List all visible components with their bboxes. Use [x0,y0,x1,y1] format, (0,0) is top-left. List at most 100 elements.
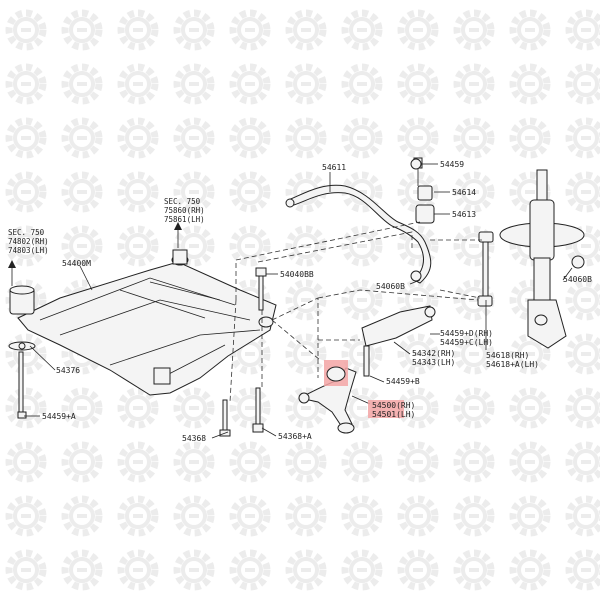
watermark-gear-icon [569,445,600,479]
watermark-gear-icon [177,121,211,155]
watermark-gear-icon [177,499,211,533]
callout-54500-rh: 54500(RH) [372,401,415,410]
callout-54459d-rh: 54459+D(RH) [440,329,493,338]
callout-54459b: 54459+B [386,377,420,386]
watermark-gear-icon [289,445,323,479]
watermark-gear-icon [65,13,99,47]
callout-54459-top: 54459 [440,160,464,169]
watermark-gear-icon [177,67,211,101]
watermark-gear-icon [569,175,600,209]
callout-labels: 54611 54459 54614 54613 54400M 54040BB 5… [42,160,592,443]
bolts [17,158,585,437]
watermark-gear-icon [121,229,155,263]
transverse-link [298,360,357,434]
watermark-gear-icon [121,553,155,587]
watermark-gear-icon [569,67,600,101]
watermark-gear-icon [177,553,211,587]
sec-ref-top-title: SEC. 750 [164,197,201,206]
watermark-gear-icon [177,445,211,479]
callout-54376: 54376 [56,366,80,375]
watermark-gear-icon [289,553,323,587]
watermark-gear-icon [513,121,547,155]
watermark-gear-icon [233,121,267,155]
watermark-gear-icon [569,391,600,425]
watermark-gear-icon [345,553,379,587]
watermark-gear-icon [121,175,155,209]
watermark-gear-icon [9,445,43,479]
strut-assembly [499,169,585,349]
watermark-gear-icon [457,121,491,155]
callout-54040bb: 54040BB [280,270,314,279]
watermark-gear-icon [401,67,435,101]
callout-54400m: 54400M [62,259,91,268]
sec-ref-left-lh: 74803(LH) [8,246,49,255]
watermark-gear-icon [121,13,155,47]
callout-54613: 54613 [452,210,476,219]
watermark-gear-icon [233,499,267,533]
watermark-gear-icon [569,553,600,587]
callout-54343-lh: 54343(LH) [412,358,455,367]
watermark-gear-icon [233,553,267,587]
watermark-gear-icon [9,175,43,209]
highlight-box-part-number [368,400,404,418]
watermark-gear-icon [401,499,435,533]
watermark-gear-icon [233,391,267,425]
watermark-gear-icon [233,229,267,263]
watermark-gear-icon [513,391,547,425]
watermark-gear-icon [457,391,491,425]
watermark-gear-icon [345,283,379,317]
link-bracket [361,305,436,377]
watermark-gear-icon [345,121,379,155]
watermark-gear-icon [289,13,323,47]
watermark-gear-icon [233,445,267,479]
watermark-gear-icon [9,13,43,47]
watermark-gear-icon [121,499,155,533]
watermark-gear-icon [513,67,547,101]
watermark-gear-icon [513,445,547,479]
callout-54368: 54368 [182,434,206,443]
callout-54459a: 54459+A [42,412,76,421]
callout-54060b-left: 54060B [376,282,405,291]
callout-54611: 54611 [322,163,346,172]
watermark-gear-icon [121,445,155,479]
watermark-gear-icon [233,13,267,47]
watermark-gear-icon [121,391,155,425]
watermark-gear-icon [401,13,435,47]
watermark-gear-icon [345,13,379,47]
stabilizer-link [477,231,494,307]
sec-ref-top-lh: 75861(LH) [164,215,205,224]
watermark-gear-icon [65,445,99,479]
watermark-gear-icon [233,67,267,101]
watermark-gear-icon [569,499,600,533]
watermark-gear-icon [9,67,43,101]
watermark-gear-icon [457,499,491,533]
watermark-gear-icon [345,67,379,101]
leader-lines [8,163,573,439]
front-subframe [17,249,277,396]
watermark-gear-icon [9,121,43,155]
watermark-gear-icon [9,553,43,587]
watermark-gear-icon [513,13,547,47]
watermark-gear-icon [177,13,211,47]
watermark-gear-icon [569,121,600,155]
watermark-gear-icon [289,121,323,155]
watermark-gear-icon [569,13,600,47]
callout-54501-lh: 54501(LH) [372,410,415,419]
watermark-gear-icon [401,445,435,479]
callout-54368a: 54368+A [278,432,312,441]
watermark-gear-icon [289,229,323,263]
watermark-gear-icon [457,445,491,479]
sec-ref-left-title: SEC. 750 [8,228,45,237]
watermark-gear-icon [9,391,43,425]
callout-54342-rh: 54342(RH) [412,349,455,358]
callout-54618a-lh: 54618+A(LH) [486,360,539,369]
watermark-gear-icon [401,121,435,155]
assembly-dash-lines [229,221,482,403]
watermark-gear-icon [401,553,435,587]
watermark-gear-icon [457,13,491,47]
watermark-gear-icon [569,337,600,371]
watermark-gear-icon [121,67,155,101]
watermark-gear-icon [345,499,379,533]
watermark-gear-icon [65,499,99,533]
